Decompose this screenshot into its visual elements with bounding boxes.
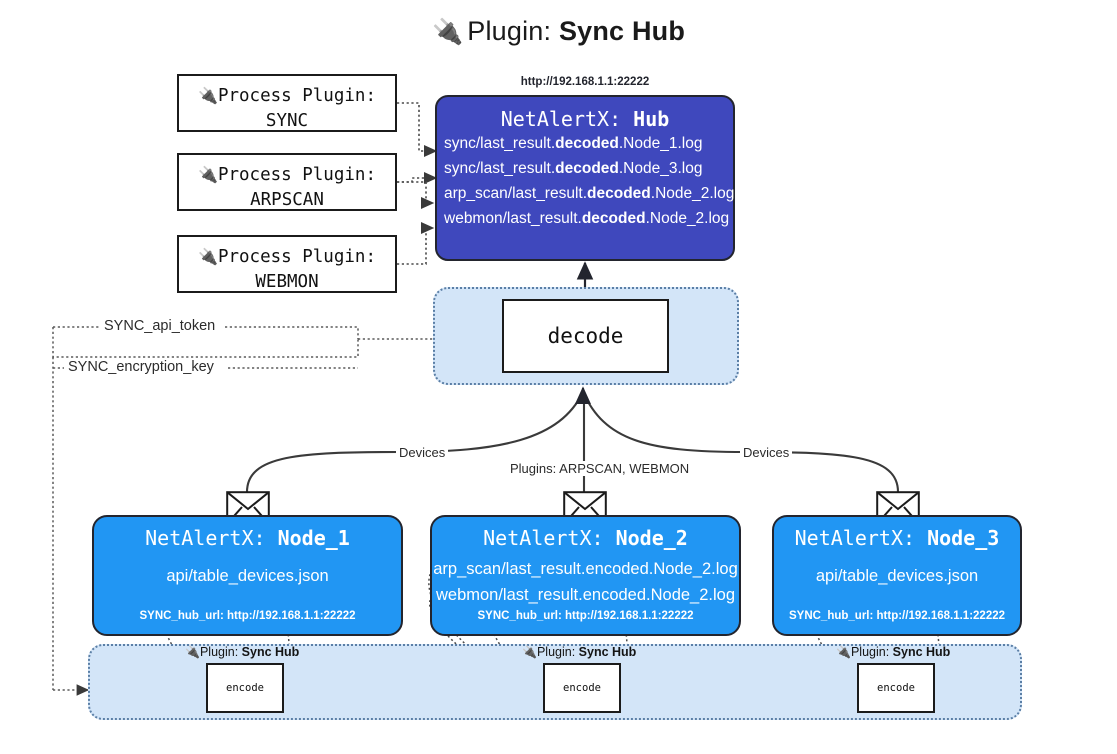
node-title: NetAlertX: Node_1	[145, 526, 350, 550]
page-title: 🔌Plugin: Sync Hub	[0, 16, 1117, 47]
encode-box-node-1[interactable]: encode	[206, 663, 284, 713]
devices-label-left: Devices	[396, 445, 449, 460]
process-plugin-box-sync[interactable]: 🔌Process Plugin: SYNC	[177, 74, 397, 132]
node-box-node-2[interactable]: NetAlertX: Node_2 arp_scan/last_result.e…	[430, 515, 741, 636]
node-resource-line: api/table_devices.json	[815, 567, 979, 585]
node-hub-url-label: SYNC_hub_url: http://192.168.1.1:22222	[477, 610, 694, 622]
hub-log-line: sync/last_result.decoded.Node_3.log	[444, 160, 703, 178]
encode-box-node-3[interactable]: encode	[857, 663, 935, 713]
sync-encryption-key-label: SYNC_encryption_key	[64, 359, 218, 375]
process-plugin-box-arpscan[interactable]: 🔌Process Plugin: ARPSCAN	[177, 153, 397, 211]
hub-title: NetAlertX: Hub	[500, 107, 670, 131]
decode-box[interactable]: decode	[502, 299, 669, 373]
plugins-label-center: Plugins: ARPSCAN, WEBMON	[507, 461, 693, 476]
process-plugin-line1: 🔌Process Plugin:	[198, 86, 376, 106]
sync-api-token-label: SYNC_api_token	[100, 318, 220, 334]
node-title: NetAlertX: Node_3	[794, 526, 1000, 550]
encoder-caption-node-3: 🔌Plugin: Sync Hub	[836, 645, 951, 659]
encode-box-node-2[interactable]: encode	[543, 663, 621, 713]
node-box-node-1[interactable]: NetAlertX: Node_1 api/table_devices.json…	[92, 515, 403, 636]
encoder-caption-node-1: 🔌Plugin: Sync Hub	[185, 645, 300, 659]
node-title: NetAlertX: Node_2	[483, 526, 688, 550]
process-plugin-line2: SYNC	[265, 111, 309, 132]
node-box-node-3[interactable]: NetAlertX: Node_3 api/table_devices.json…	[772, 515, 1022, 636]
process-plugin-line2: WEBMON	[255, 272, 319, 293]
hub-box[interactable]: NetAlertX: Hub sync/last_result.decoded.…	[435, 95, 735, 261]
electric-plug-icon: 🔌	[198, 165, 218, 184]
node-resource-line: api/table_devices.json	[166, 567, 329, 585]
node-hub-url-label: SYNC_hub_url: http://192.168.1.1:22222	[788, 610, 1006, 622]
process-plugin-line1: 🔌Process Plugin:	[198, 247, 376, 267]
page-title-name: Sync Hub	[558, 16, 686, 46]
process-plugin-line2: ARPSCAN	[250, 190, 324, 211]
process-plugin-box-webmon[interactable]: 🔌Process Plugin: WEBMON	[177, 235, 397, 293]
hub-log-line: sync/last_result.decoded.Node_1.log	[444, 135, 703, 152]
node-resource-line: arp_scan/last_result.encoded.Node_2.log	[433, 560, 738, 578]
electric-plug-icon: 🔌	[836, 645, 851, 659]
devices-label-right: Devices	[740, 445, 793, 460]
electric-plug-icon: 🔌	[185, 645, 200, 659]
encoder-caption-node-2: 🔌Plugin: Sync Hub	[522, 645, 637, 659]
node-resource-line: webmon/last_result.encoded.Node_2.log	[435, 585, 736, 604]
electric-plug-icon: 🔌	[431, 18, 464, 46]
electric-plug-icon: 🔌	[198, 247, 218, 266]
hub-log-line: arp_scan/last_result.decoded.Node_2.log	[444, 185, 735, 203]
electric-plug-icon: 🔌	[522, 645, 537, 659]
hub-url-label: http://192.168.1.1:22222	[520, 76, 650, 88]
node-hub-url-label: SYNC_hub_url: http://192.168.1.1:22222	[139, 610, 356, 622]
page-title-prefix: Plugin:	[467, 16, 559, 46]
hub-log-line: webmon/last_result.decoded.Node_2.log	[444, 210, 730, 228]
process-plugin-line1: 🔌Process Plugin:	[198, 165, 376, 185]
electric-plug-icon: 🔌	[198, 86, 218, 105]
